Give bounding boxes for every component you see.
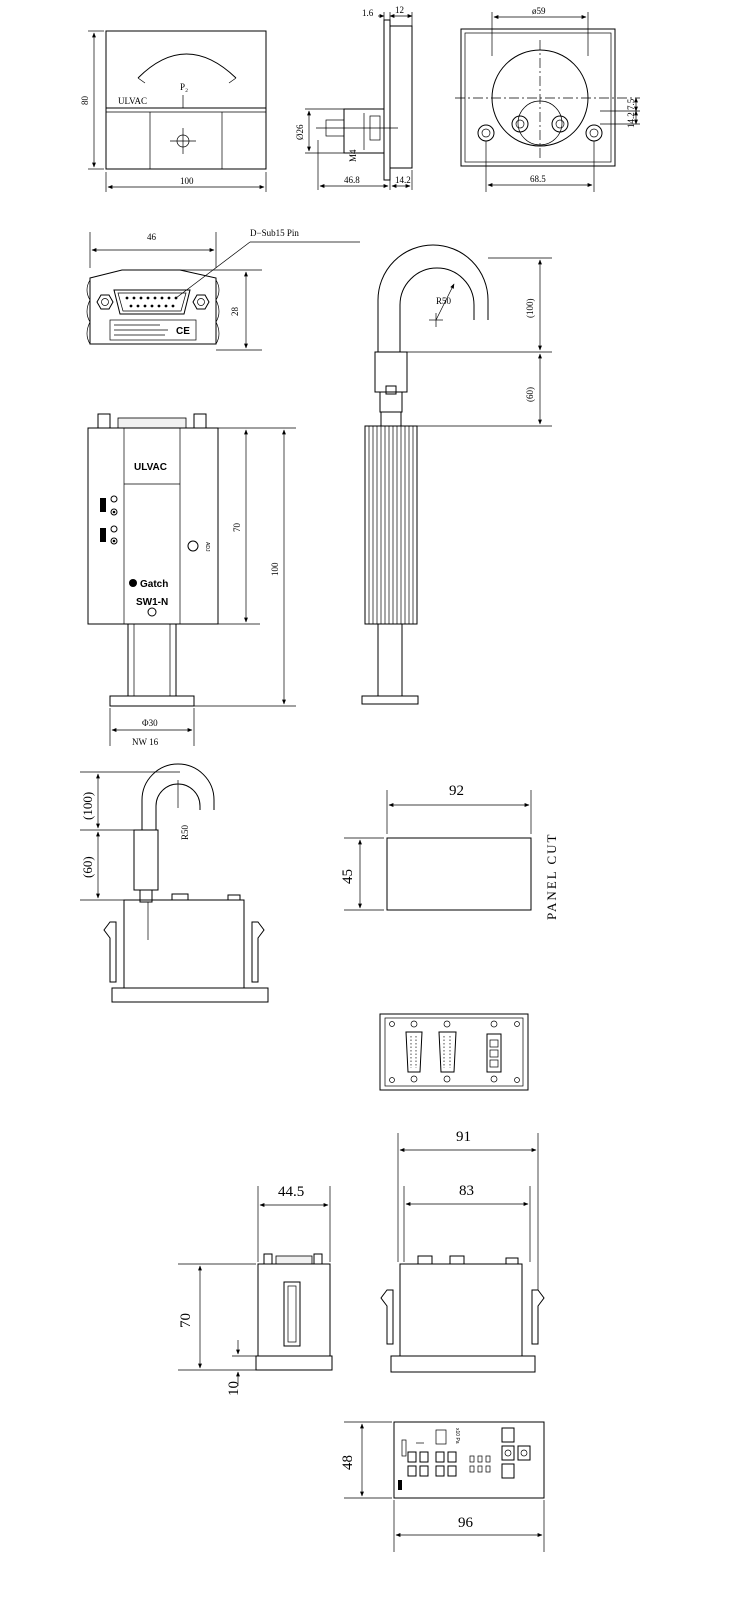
front-h48: 48 <box>340 1455 356 1470</box>
rear-connector-2 <box>438 1020 457 1083</box>
rear-connector-1 <box>405 1020 423 1083</box>
gauge-model-brand: Gatch <box>140 579 168 590</box>
back-v2-dim: 14.2 <box>626 112 636 128</box>
panel-cut-view: 92 45 PANEL CUT <box>340 783 559 920</box>
cable-b-100: (100) <box>80 792 95 820</box>
side-dim-6: 14.2 <box>395 175 411 185</box>
meter-brand: ULVAC <box>118 96 147 106</box>
side-dim-1: 1.6 <box>362 8 374 18</box>
cable-gauge-head-side-view: R50 (100) (60) <box>361 244 552 705</box>
cable-a-100: (100) <box>525 299 535 319</box>
front-w96: 96 <box>458 1515 474 1531</box>
meter-side-view: 1.6 12 Ø26 M4 46.8 14.2 <box>295 5 413 190</box>
box-w83: 83 <box>459 1183 474 1199</box>
dsub-pins <box>125 296 178 308</box>
cable-a-radius: R50 <box>436 296 452 306</box>
meter-width-label: 100 <box>180 176 194 186</box>
dsub-width-label: 46 <box>147 232 157 242</box>
side-dim-4: M4 <box>348 149 358 162</box>
meter-scale-label: P₂ <box>180 82 188 92</box>
cable-b-60: (60) <box>80 856 95 878</box>
side-dim-3: Ø26 <box>295 124 305 140</box>
gauge-phi: Φ30 <box>142 718 158 728</box>
rear-power-terminal <box>486 1020 502 1083</box>
box-w91: 91 <box>456 1129 471 1145</box>
seven-segment-display <box>401 1429 457 1477</box>
heatsink-fins <box>368 426 414 624</box>
side-dim-5: 46.8 <box>344 175 360 185</box>
gauge-nw: NW 16 <box>132 737 159 747</box>
cable-b-radius: R50 <box>180 824 190 840</box>
ce-mark: CE <box>176 326 190 337</box>
dsub-height-label: 28 <box>230 307 240 317</box>
dsub-callout: D−Sub15 Pin <box>250 228 299 238</box>
gauge-head-front-view: ULVAC ADJ Gatch SW1-N 70 100 Φ30 NW 16 <box>87 413 296 747</box>
box-h70: 70 <box>178 1313 194 1328</box>
cable-a-60: (60) <box>525 387 535 402</box>
panel-width: 92 <box>449 783 464 799</box>
gauge-h70: 70 <box>232 523 242 533</box>
controller-front-panel: x10 Pa 48 96 <box>340 1421 545 1552</box>
back-v1-dim: 7.5 <box>626 98 636 110</box>
back-bottom-dim: 68.5 <box>530 174 546 184</box>
meter-height-label: 80 <box>80 96 90 106</box>
gauge-brand: ULVAC <box>134 462 167 473</box>
gauge-leds <box>100 495 118 545</box>
controller-box-side-view: 44.5 70 10 <box>178 1184 333 1396</box>
front-unit: x10 Pa <box>454 1428 460 1444</box>
panel-height: 45 <box>340 869 356 884</box>
gauge-model: SW1-N <box>136 597 168 608</box>
box-h10: 10 <box>226 1381 242 1396</box>
controller-rear-view <box>379 1013 529 1091</box>
side-dim-2: 12 <box>395 5 404 15</box>
front-status-leds <box>469 1455 491 1473</box>
front-buttons <box>501 1427 531 1479</box>
back-top-dim: ø59 <box>532 6 546 16</box>
cable-controller-side-view: R50 (100) (60) <box>80 763 269 1003</box>
dsub-connector-view: CE 46 28 D−Sub15 Pin <box>86 228 360 351</box>
svg-text:ADJ: ADJ <box>204 542 210 552</box>
box-w445: 44.5 <box>278 1184 304 1200</box>
meter-back-view: ø59 68.5 7.5 14.2 <box>455 6 640 192</box>
panel-cut-label: PANEL CUT <box>544 833 559 920</box>
meter-front-view: P₂ ULVAC 80 100 <box>80 30 267 192</box>
controller-box-top-view: 91 83 <box>380 1129 545 1373</box>
gauge-h100: 100 <box>270 562 280 576</box>
